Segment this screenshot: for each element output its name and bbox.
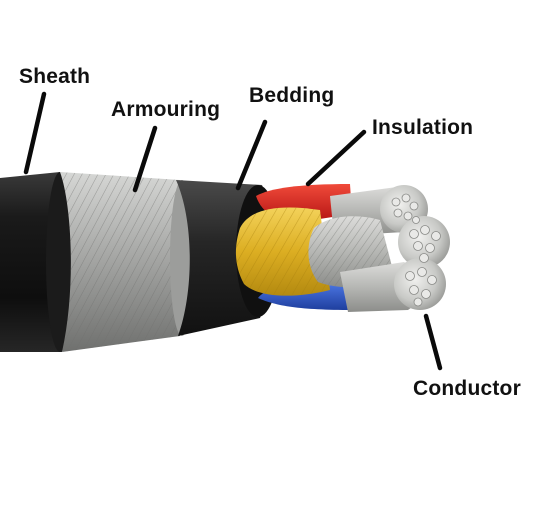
conductor-leader-line xyxy=(423,313,443,371)
armouring-layer xyxy=(60,172,194,352)
sheath-leader-line xyxy=(23,91,47,175)
conductor-layer xyxy=(308,185,450,312)
armouring-label: Armouring xyxy=(111,98,221,121)
armouring-leader-line xyxy=(132,125,158,193)
insulation-label: Insulation xyxy=(372,116,474,139)
insulation-layer xyxy=(235,184,352,310)
insulation-leader-line xyxy=(305,129,367,187)
bedding-label: Bedding xyxy=(249,84,335,107)
leader-lines xyxy=(23,91,443,371)
bedding-leader-line xyxy=(235,119,268,191)
sheath-label: Sheath xyxy=(19,65,91,88)
conductor-label: Conductor xyxy=(413,377,521,400)
sheath-layer xyxy=(0,172,74,352)
